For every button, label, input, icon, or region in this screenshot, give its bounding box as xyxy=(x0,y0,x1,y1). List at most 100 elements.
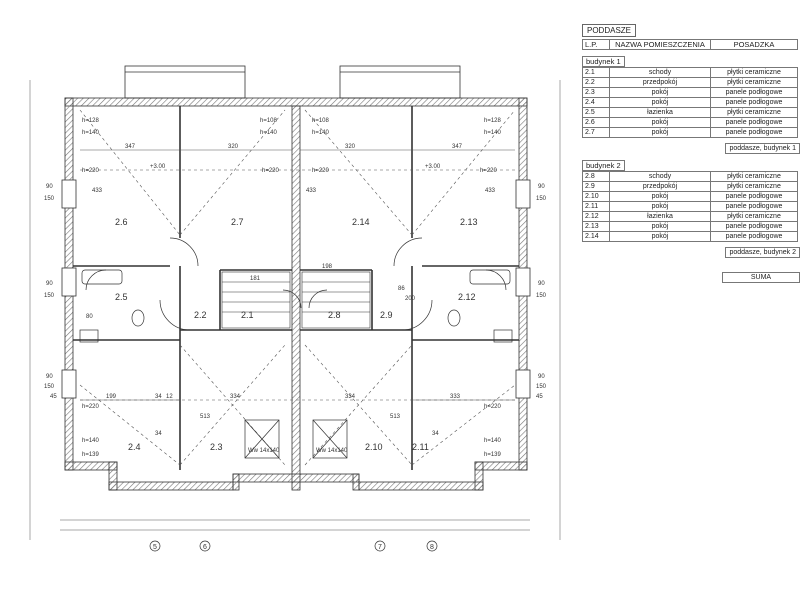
dim-347-right: 347 xyxy=(452,144,463,150)
summary-total: SUMA xyxy=(722,272,800,283)
dim-h220-e: h=220 xyxy=(82,404,100,410)
room-2-14: 2.14 xyxy=(352,217,370,227)
summary-building-1: poddasze, budynek 1 xyxy=(725,143,800,154)
dimension-lines xyxy=(29,80,561,540)
cell-name: pokój xyxy=(609,221,711,232)
cell-lp: 2.6 xyxy=(582,117,610,128)
door-swings xyxy=(159,237,433,331)
dim-200: 200 xyxy=(405,296,416,302)
cell-name: pokój xyxy=(609,201,711,212)
cell-floor: panele podłogowe xyxy=(710,97,798,108)
cell-lp: 2.7 xyxy=(582,127,610,138)
dim-199-left: 199 xyxy=(106,394,117,400)
axis-label-4: 8 xyxy=(430,544,434,551)
dim-90-right-c: 90 xyxy=(538,374,545,380)
chimneys xyxy=(244,419,348,459)
cell-lp: 2.2 xyxy=(582,77,610,88)
stairs xyxy=(221,271,371,329)
room-2-12: 2.12 xyxy=(458,292,476,302)
cell-floor: panele podłogowe xyxy=(710,117,798,128)
dim-34-b: 34 xyxy=(155,431,162,437)
cell-name: schody xyxy=(609,171,711,182)
cell-lp: 2.12 xyxy=(582,211,610,222)
side-windows xyxy=(61,179,531,399)
group-title-building-1: budynek 1 xyxy=(582,56,625,67)
cell-lp: 2.4 xyxy=(582,97,610,108)
cell-lp: 2.5 xyxy=(582,107,610,118)
dim-334-right: 334 xyxy=(345,394,356,400)
room-2-9: 2.9 xyxy=(380,310,393,320)
dim-150-right-b: 150 xyxy=(536,293,547,299)
dim-150-right-a: 150 xyxy=(536,196,547,202)
dim-h220-d: h=220 xyxy=(480,168,498,174)
cell-lp: 2.14 xyxy=(582,231,610,242)
cell-lp: 2.1 xyxy=(582,67,610,78)
dim-80: 80 xyxy=(86,314,93,320)
schedule-header-table: L.P. NAZWA POMIESZCZENIA POSADZKA xyxy=(582,39,798,50)
dim-513-right: 513 xyxy=(390,414,401,420)
cell-lp: 2.3 xyxy=(582,87,610,98)
dim-320-left: 320 xyxy=(228,144,239,150)
dim-433-left: 433 xyxy=(92,188,103,194)
header-lp: L.P. xyxy=(582,39,610,50)
group-title-building-2: budynek 2 xyxy=(582,160,625,171)
cell-floor: płytki ceramiczne xyxy=(710,211,798,222)
dim-90-right-b: 90 xyxy=(538,281,545,287)
header-floor: POSADZKA xyxy=(710,39,798,50)
cell-floor: panele podłogowe xyxy=(710,191,798,202)
dim-h140-f: h=140 xyxy=(484,438,502,444)
room-2-8: 2.8 xyxy=(328,310,341,320)
room-2-11: 2.11 xyxy=(412,442,429,452)
dim-h140-e: h=140 xyxy=(82,438,100,444)
schedule-title: PODDASZE xyxy=(582,24,637,37)
cell-floor: płytki ceramiczne xyxy=(710,181,798,192)
dim-150-right-c: 150 xyxy=(536,384,547,390)
cell-name: pokój xyxy=(609,117,711,128)
cell-name: schody xyxy=(609,67,711,78)
dim-198: 198 xyxy=(322,264,333,270)
cell-floor: panele podłogowe xyxy=(710,87,798,98)
axis-label-3: 7 xyxy=(378,544,382,551)
room-2-1: 2.1 xyxy=(241,310,254,320)
dim-h108-b: h=108 xyxy=(312,118,330,124)
cell-name: pokój xyxy=(609,97,711,108)
room-2-10: 2.10 xyxy=(365,442,383,452)
cell-floor: płytki ceramiczne xyxy=(710,107,798,118)
dim-90-left-a: 90 xyxy=(46,184,53,190)
cell-name: przedpokój xyxy=(609,77,711,88)
dim-86: 86 xyxy=(398,286,405,292)
room-2-7: 2.7 xyxy=(231,217,244,227)
dim-513-left: 513 xyxy=(200,414,211,420)
room-2-13: 2.13 xyxy=(460,217,478,227)
axis-markers xyxy=(149,540,438,552)
cell-name: przedpokój xyxy=(609,181,711,192)
chimney-label-left: Ww 14x140 xyxy=(248,448,280,454)
dim-150-left-b: 150 xyxy=(44,293,55,299)
cell-name: pokój xyxy=(609,231,711,242)
dim-h220-c: h=220 xyxy=(312,168,330,174)
dim-h140-c: h=140 xyxy=(312,130,330,136)
dim-433-mid: 433 xyxy=(306,188,317,194)
room-2-3: 2.3 xyxy=(210,442,223,452)
chimney-label-right: Ww 14x140 xyxy=(316,448,348,454)
cell-floor: panele podłogowe xyxy=(710,127,798,138)
dim-45-right: 45 xyxy=(536,394,543,400)
cell-floor: płytki ceramiczne xyxy=(710,77,798,88)
cell-floor: panele podłogowe xyxy=(710,221,798,232)
interior-walls xyxy=(73,106,519,470)
schedule-header-row: L.P. NAZWA POMIESZCZENIA POSADZKA xyxy=(582,39,798,50)
dim-45-left: 45 xyxy=(50,394,57,400)
